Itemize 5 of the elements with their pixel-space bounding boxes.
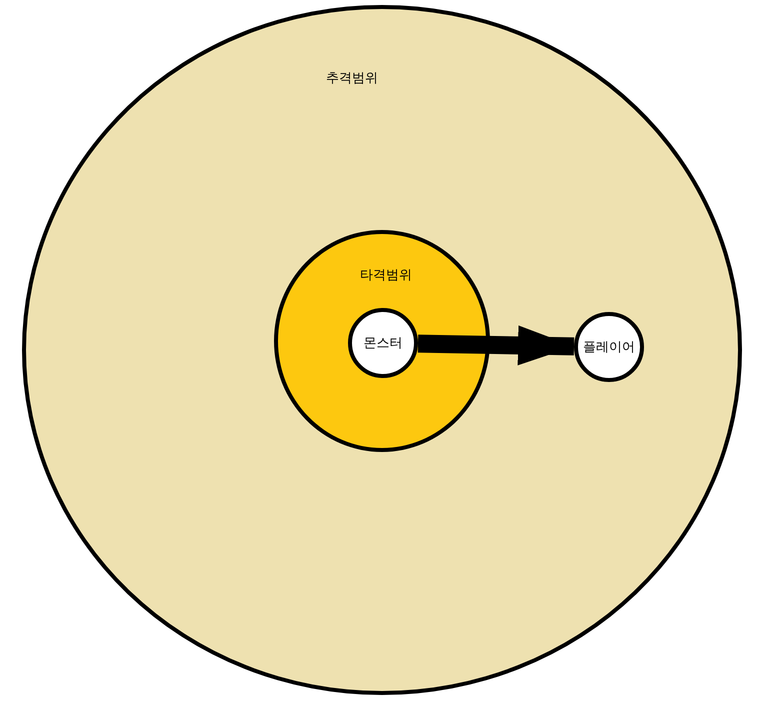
arrow xyxy=(418,325,574,366)
node-label: 타격범위 xyxy=(360,267,412,284)
node-label: 추격범위 xyxy=(326,70,378,87)
node-label: 몬스터 xyxy=(364,335,402,352)
node-label: 플레이어 xyxy=(583,339,635,356)
